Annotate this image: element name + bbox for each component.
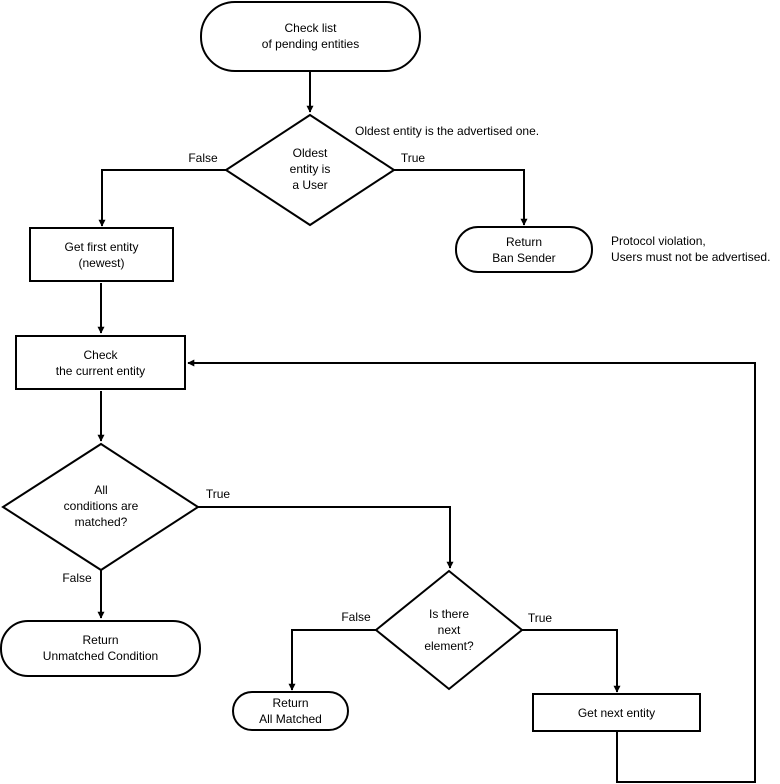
label-next-false: False bbox=[341, 610, 371, 624]
node-return-unmatched: Return Unmatched Condition bbox=[0, 620, 201, 677]
node-oldest-is-user: Oldest entity is a User bbox=[224, 113, 396, 227]
node-all-matched-question: All conditions are matched? bbox=[1, 442, 200, 572]
start-label-line1: Check list bbox=[284, 21, 337, 35]
edge-next-false bbox=[288, 629, 376, 691]
all-matched-label-line2: conditions are bbox=[64, 499, 139, 513]
process-get-next-entity bbox=[532, 693, 701, 732]
all-matched-label-line1: All bbox=[94, 483, 107, 497]
get-next-label: Get next entity bbox=[578, 706, 655, 720]
node-return-all-matched: Return All Matched bbox=[232, 691, 349, 731]
label-oldest-false: False bbox=[188, 151, 218, 165]
node-get-first: Get first entity (newest) bbox=[29, 227, 174, 282]
oldest-label-line3: a User bbox=[292, 178, 327, 192]
get-first-label-line1: Get first entity bbox=[64, 240, 138, 254]
decision-next-element bbox=[374, 569, 524, 691]
node-next-element-question: Is there next element? bbox=[374, 569, 524, 691]
return-all-matched-label-line2: All Matched bbox=[259, 712, 322, 726]
edge-loop-back bbox=[187, 359, 756, 783]
edge-labels: False True True False False True bbox=[62, 151, 552, 625]
annotation-protocol-violation-line2: Users must not be advertised. bbox=[611, 250, 770, 264]
process-check-current bbox=[15, 335, 186, 390]
terminal-return-ban bbox=[455, 226, 593, 273]
decision-oldest-is-user bbox=[224, 113, 396, 227]
return-ban-label-line2: Ban Sender bbox=[492, 251, 555, 265]
node-check-current: Check the current entity bbox=[15, 335, 186, 390]
start-terminal bbox=[200, 1, 421, 72]
oldest-label-line2: entity is bbox=[290, 162, 331, 176]
annotation-protocol-violation-line1: Protocol violation, bbox=[611, 234, 706, 248]
annotation-oldest-advertised: Oldest entity is the advertised one. bbox=[355, 124, 539, 138]
check-current-label-line1: Check bbox=[83, 348, 118, 362]
label-next-true: True bbox=[528, 611, 553, 625]
terminal-return-all-matched bbox=[232, 691, 349, 731]
oldest-label-line1: Oldest bbox=[293, 146, 328, 160]
terminal-return-unmatched bbox=[0, 620, 201, 677]
edge-all-true bbox=[198, 506, 454, 569]
annotations: Oldest entity is the advertised one. Pro… bbox=[355, 124, 770, 264]
label-oldest-true: True bbox=[401, 151, 426, 165]
next-element-label-line3: element? bbox=[424, 639, 474, 653]
edge-oldest-false bbox=[98, 169, 226, 227]
edges bbox=[97, 72, 756, 783]
label-all-false: False bbox=[62, 571, 92, 585]
process-get-first-entity bbox=[29, 227, 174, 282]
label-all-true: True bbox=[206, 487, 231, 501]
node-start: Check list of pending entities bbox=[200, 1, 421, 72]
get-first-label-line2: (newest) bbox=[78, 256, 124, 270]
node-return-ban: Return Ban Sender bbox=[455, 226, 593, 273]
all-matched-label-line3: matched? bbox=[75, 515, 128, 529]
node-get-next: Get next entity bbox=[532, 693, 701, 732]
decision-all-conditions bbox=[1, 442, 200, 572]
return-unmatched-label-line2: Unmatched Condition bbox=[43, 649, 158, 663]
check-current-label-line2: the current entity bbox=[56, 364, 145, 378]
return-ban-label-line1: Return bbox=[506, 235, 542, 249]
next-element-label-line1: Is there bbox=[429, 607, 469, 621]
edge-next-true bbox=[522, 629, 621, 693]
start-label-line2: of pending entities bbox=[262, 37, 359, 51]
return-all-matched-label-line1: Return bbox=[272, 696, 308, 710]
return-unmatched-label-line1: Return bbox=[82, 633, 118, 647]
edge-oldest-true bbox=[394, 169, 528, 226]
next-element-label-line2: next bbox=[438, 623, 461, 637]
